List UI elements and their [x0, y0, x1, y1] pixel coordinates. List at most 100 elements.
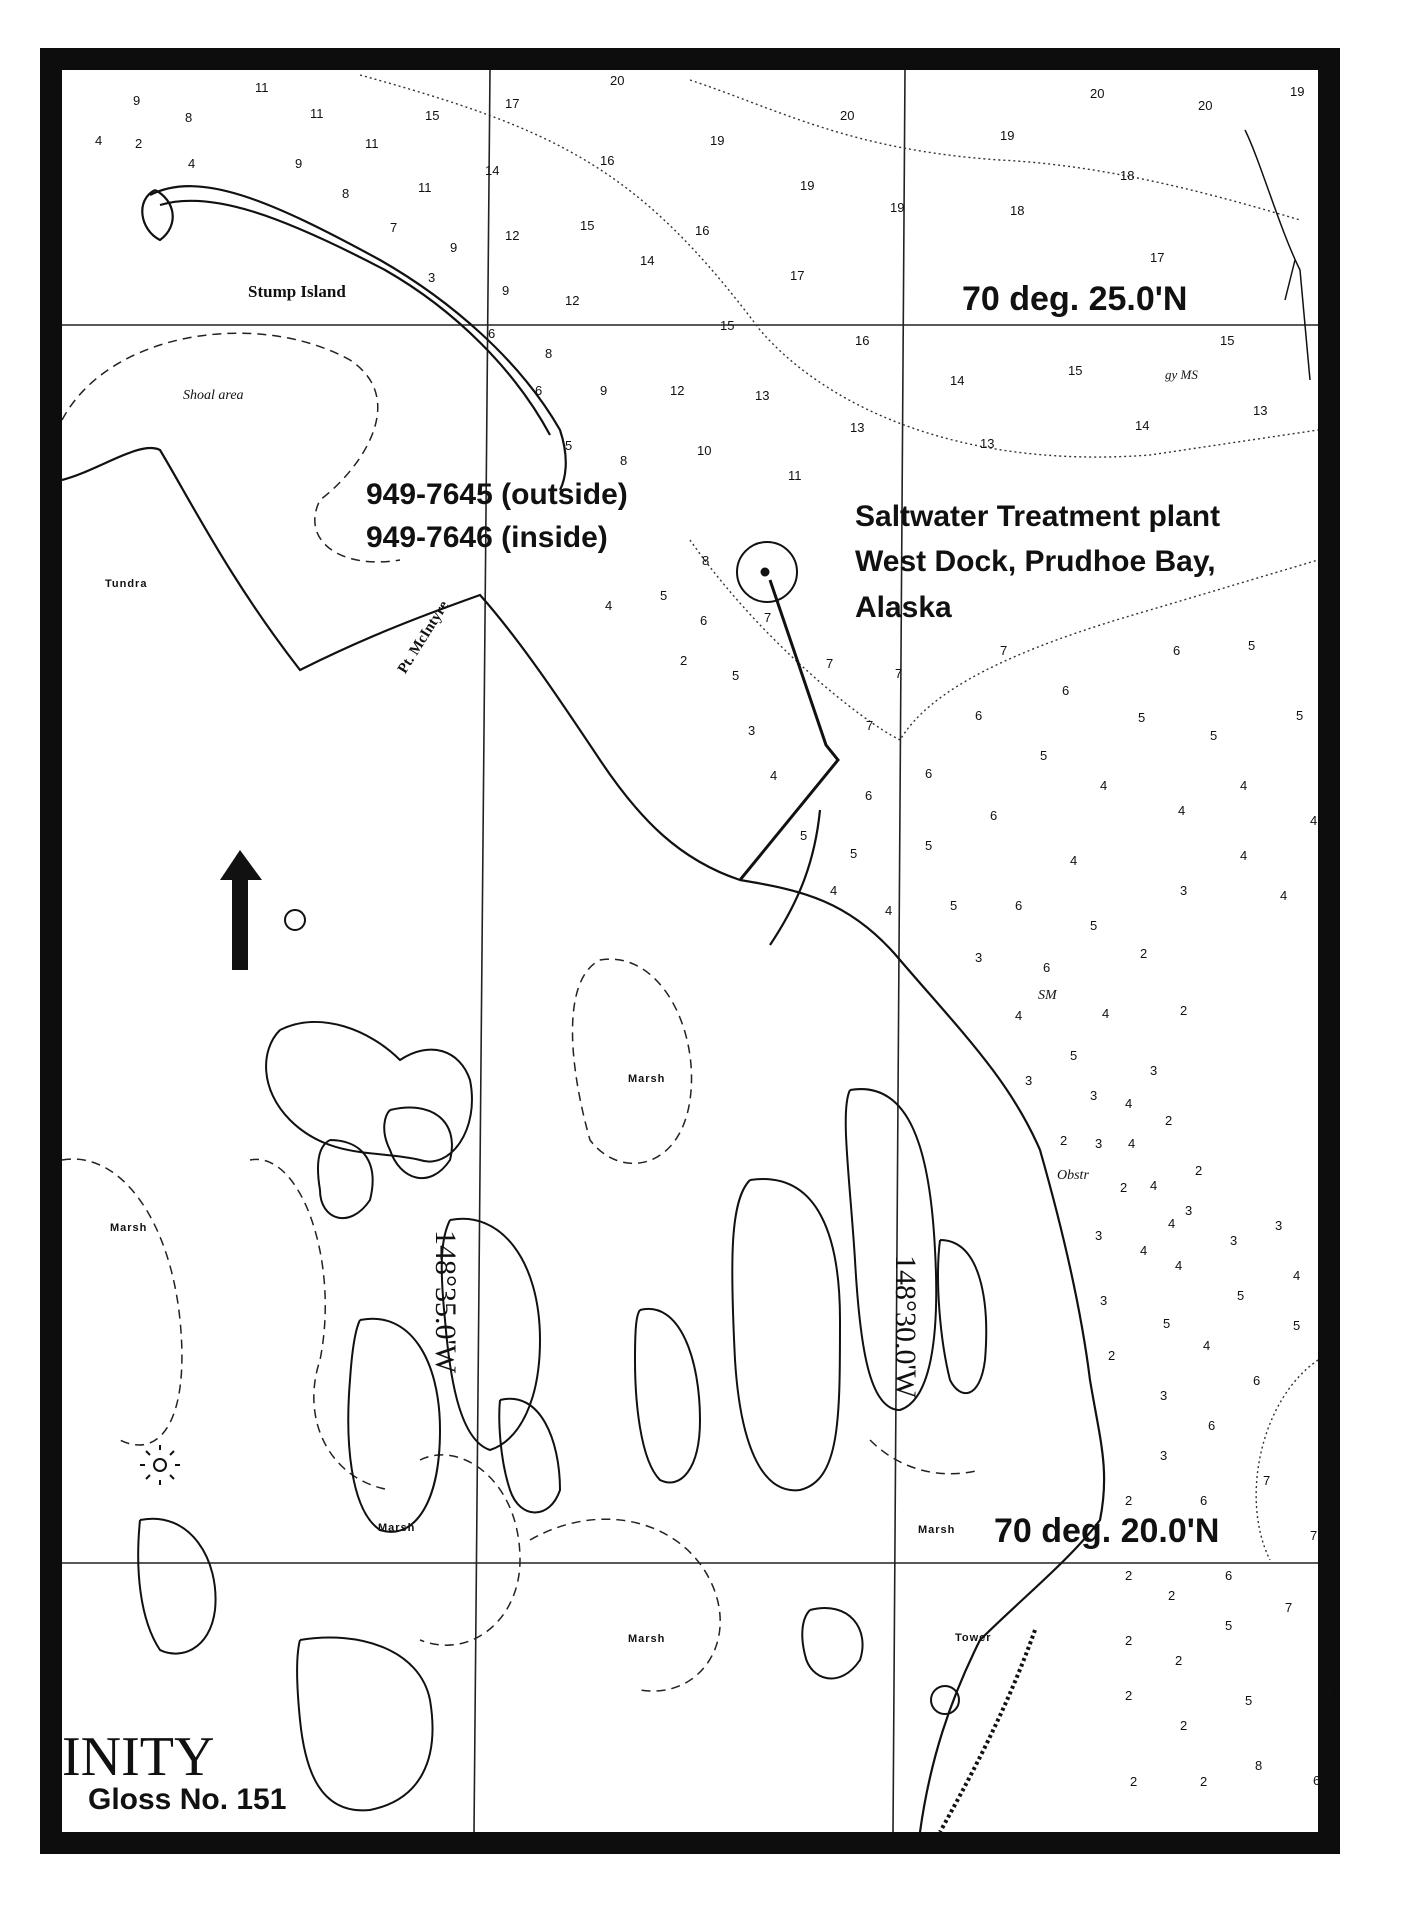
- sounding: 13: [980, 436, 994, 451]
- lake-1: [265, 1021, 473, 1163]
- sounding: 5: [1090, 918, 1097, 933]
- sounding: 2: [1060, 1133, 1067, 1148]
- lake-2: [347, 1317, 442, 1533]
- sounding: 4: [1310, 813, 1317, 828]
- sounding: 4: [1178, 803, 1185, 818]
- obstr-label: Obstr: [1057, 1168, 1089, 1183]
- sounding: 14: [640, 253, 654, 268]
- sounding: 4: [770, 768, 777, 783]
- sounding: 5: [800, 828, 807, 843]
- north-arrow-icon: [220, 850, 262, 970]
- sounding: 5: [565, 438, 572, 453]
- station-label-line3: Alaska: [855, 591, 952, 624]
- sounding: 11: [365, 136, 379, 151]
- sounding: 14: [485, 163, 499, 178]
- sounding: 7: [1263, 1473, 1270, 1488]
- sounding: 3: [1025, 1073, 1032, 1088]
- sounding: 16: [695, 223, 709, 238]
- shoal-area-outline: [61, 332, 401, 563]
- sounding: 4: [605, 598, 612, 613]
- sounding: 5: [1237, 1288, 1244, 1303]
- sounding: 9: [600, 383, 607, 398]
- lon-line-right: [892, 69, 906, 1833]
- sounding: 20: [610, 73, 624, 88]
- sounding: 4: [1175, 1258, 1182, 1273]
- sounding: 5: [1293, 1318, 1300, 1333]
- sounding: 2: [1125, 1568, 1132, 1583]
- sounding: 4: [1240, 848, 1247, 863]
- sounding: 2: [1140, 946, 1147, 961]
- sounding: 6: [925, 766, 932, 781]
- sun-symbol-icon: [140, 1445, 180, 1485]
- sounding: 4: [95, 133, 102, 148]
- shoal-marsh-outlines: [61, 332, 981, 1692]
- latitude-top-label: 70 deg. 25.0'N: [962, 280, 1188, 318]
- sounding: 2: [1125, 1633, 1132, 1648]
- sounding: 7: [895, 666, 902, 681]
- stump-island: [141, 189, 174, 242]
- sounding: 12: [565, 293, 579, 308]
- sounding: 8: [620, 453, 627, 468]
- lon-line-left: [473, 69, 491, 1833]
- sounding: 2: [680, 653, 687, 668]
- sounding: 12: [505, 228, 519, 243]
- sounding: 4: [1128, 1136, 1135, 1151]
- railway: [938, 1629, 1037, 1833]
- stump-island-label: Stump Island: [248, 282, 346, 301]
- sounding: 11: [418, 180, 432, 195]
- navigation-marks: [1244, 129, 1311, 381]
- sounding: 6: [1208, 1418, 1215, 1433]
- lake-3: [731, 1178, 842, 1492]
- sounding: 3: [748, 723, 755, 738]
- sounding: 5: [950, 898, 957, 913]
- sounding: 2: [135, 136, 142, 151]
- tundra-label: Tundra: [105, 578, 148, 590]
- marsh-outline-2: [61, 1158, 183, 1446]
- sounding: 3: [1185, 1203, 1192, 1218]
- sounding: 3: [1100, 1293, 1107, 1308]
- sounding: 3: [1160, 1448, 1167, 1463]
- sounding: 19: [800, 178, 814, 193]
- sounding: 15: [1220, 333, 1234, 348]
- sounding: 5: [1138, 710, 1145, 725]
- sounding: 4: [1280, 888, 1287, 903]
- bottom-ms-label: gy MS: [1165, 367, 1198, 382]
- west-dock-causeway: [736, 541, 840, 881]
- sounding: 17: [1150, 250, 1164, 265]
- sounding: 12: [670, 383, 684, 398]
- sounding: 2: [1125, 1688, 1132, 1703]
- sounding: 5: [1245, 1693, 1252, 1708]
- longitude-right-label: 148°30.0'W: [889, 1255, 922, 1399]
- marsh-label: Marsh: [918, 1524, 956, 1536]
- sounding: 2: [1108, 1348, 1115, 1363]
- marsh-outline-1: [571, 958, 693, 1165]
- sounding: 4: [1100, 778, 1107, 793]
- sounding: 7: [826, 656, 833, 671]
- sounding: 6: [535, 383, 542, 398]
- sounding: 2: [1120, 1180, 1127, 1195]
- sounding: 11: [255, 80, 269, 95]
- sounding: 9: [133, 93, 140, 108]
- sounding: 4: [1070, 853, 1077, 868]
- sounding: 7: [1325, 1688, 1332, 1703]
- sounding: 4: [1125, 1096, 1132, 1111]
- graticule: [62, 69, 1318, 1833]
- sounding: 7: [1323, 1408, 1330, 1423]
- sounding: 6: [1200, 1493, 1207, 1508]
- sounding: 20: [1090, 86, 1104, 101]
- sounding: 15: [720, 318, 734, 333]
- sounding: 9: [450, 240, 457, 255]
- sounding: 10: [697, 443, 711, 458]
- sounding: 18: [1010, 203, 1024, 218]
- sounding: 2: [1180, 1003, 1187, 1018]
- sounding: 2: [1130, 1774, 1137, 1789]
- sounding: 14: [1135, 418, 1149, 433]
- sounding: 9: [295, 156, 302, 171]
- sounding: 6: [1062, 683, 1069, 698]
- sounding: 17: [505, 96, 519, 111]
- sounding: 6: [1225, 1568, 1232, 1583]
- gloss-number: Gloss No. 151: [88, 1783, 287, 1816]
- station-label-line2: West Dock, Prudhoe Bay,: [855, 545, 1216, 578]
- sounding: 9: [502, 283, 509, 298]
